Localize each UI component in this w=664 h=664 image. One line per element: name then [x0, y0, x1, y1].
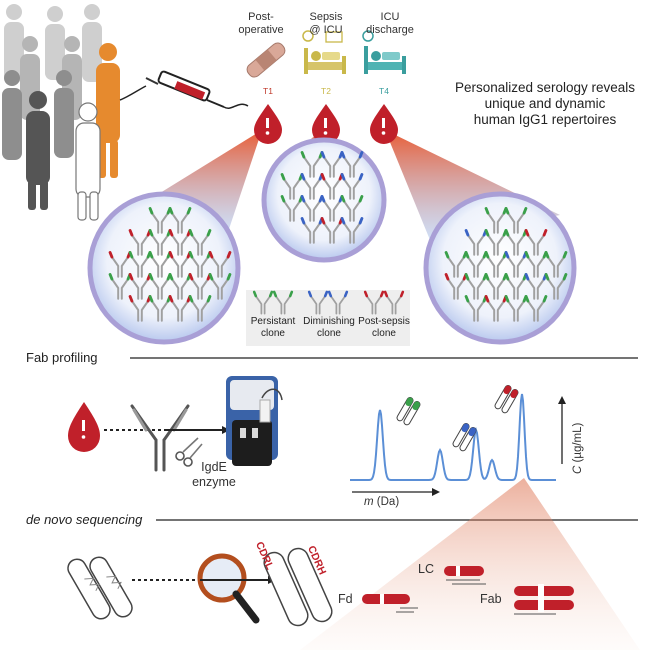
timepoint-tag-t1: T1 [263, 86, 273, 96]
enzyme-label: IgdE enzyme [186, 460, 242, 490]
antibody-glyph [544, 251, 568, 278]
fab-label: Fab [480, 592, 502, 606]
clone-legend-post-sepsis-line2: clone [372, 328, 396, 339]
unlabeled-fab-fragments [67, 556, 133, 620]
peak-fab-glyph [452, 422, 477, 452]
legend-antibody-glyph [383, 290, 405, 315]
timepoint-t1-label: Post- operative [234, 11, 288, 37]
peak-fab-glyph [396, 396, 421, 426]
clone-legend-post-sepsis: Post-sepsis clone [356, 316, 412, 340]
timepoint-t1-label-line1: Post- [248, 11, 274, 23]
cdr-labeled-fragments [263, 547, 333, 627]
antibody-glyph [168, 207, 192, 234]
clone-legend-persistant: Persistant clone [246, 316, 300, 340]
igg-antibody-large [130, 404, 190, 472]
timepoint-t2-label-line1: Sepsis [309, 11, 343, 23]
legend-antibody-glyph [327, 290, 349, 315]
timepoint-t4-label-line1: ICU [380, 11, 400, 23]
repertoire-circle-t1 [87, 191, 241, 345]
section-title-de-novo: de novo sequencing [26, 512, 143, 527]
antibody-glyph [504, 207, 528, 234]
antibody-glyph [544, 273, 568, 300]
legend-antibody-glyph [363, 290, 385, 315]
antibody-glyph [340, 195, 364, 222]
section-title-fab-profiling: Fab profiling [26, 350, 98, 365]
antibody-glyph [320, 217, 344, 244]
legend-antibody-glyph [307, 290, 329, 315]
lc-fragment [444, 566, 486, 585]
blood-drop-t1 [254, 104, 282, 144]
antibody-glyph [320, 195, 344, 222]
y-axis-label: C (µg/mL) [572, 423, 584, 474]
fab-fragment [514, 584, 574, 615]
mass-spectrometer-icon [226, 376, 283, 466]
antibody-glyph [340, 151, 364, 178]
enzyme-label-line2: enzyme [192, 475, 236, 489]
timepoint-tag-t2: T2 [321, 86, 331, 96]
peak-fab-fragments [396, 384, 519, 452]
clone-legend-persistant-line1: Persistant [250, 316, 296, 327]
blood-drop-t2 [312, 104, 340, 144]
antibody-clones [108, 151, 568, 322]
headline-line3: human IgG1 repertoires [473, 112, 617, 127]
hospital-bed-sepsis-icon [302, 30, 346, 74]
antibody-glyph [188, 229, 212, 256]
timepoint-t2-label-line2: @ ICU [309, 24, 343, 36]
blood-drop-sample [68, 402, 100, 452]
human-cohort-silhouettes [2, 4, 120, 221]
antibody-glyph [208, 251, 232, 278]
repertoire-circle-t4 [423, 191, 577, 345]
peak-fab-glyph [494, 384, 519, 414]
headline-line2: unique and dynamic [484, 96, 606, 111]
timepoint-t4-label-line2: discharge [366, 24, 414, 36]
clone-legend-box [246, 290, 410, 346]
antibody-glyph [188, 295, 212, 322]
antibody-glyph [168, 295, 192, 322]
magnifier-icon [197, 553, 260, 624]
legend-antibody-glyph [272, 290, 294, 315]
bandage-icon [246, 42, 286, 78]
antibody-glyph [340, 173, 364, 200]
x-axis-label-symbol: m [364, 496, 374, 508]
enzyme-label-line1: IgdE [201, 460, 227, 474]
sequencing-cone [300, 478, 640, 650]
antibody-glyph [524, 229, 548, 256]
clone-legend-post-sepsis-line1: Post-sepsis [358, 316, 410, 327]
headline: Personalized serology reveals unique and… [440, 80, 650, 128]
scissors-icon [175, 437, 203, 467]
fd-label: Fd [338, 592, 353, 606]
clone-legend-persistant-line2: clone [261, 328, 285, 339]
clone-legend-diminishing-line2: clone [317, 328, 341, 339]
blood-drop-t4 [370, 104, 398, 144]
x-axis-label: m (Da) [364, 496, 399, 508]
clone-legend-antibodies [252, 290, 405, 315]
antibody-glyph [524, 295, 548, 322]
y-axis-label-unit: (µg/mL) [572, 422, 584, 466]
syringe-icon [119, 70, 249, 109]
antibody-glyph [340, 217, 364, 244]
mass-spectrum-trace [350, 393, 556, 481]
antibody-glyph [208, 273, 232, 300]
y-axis-label-symbol: C [572, 465, 584, 474]
timepoint-tag-t4: T4 [379, 86, 389, 96]
fd-fragment [362, 594, 418, 613]
headline-line1: Personalized serology reveals [454, 80, 636, 95]
clone-legend-diminishing-line1: Diminishing [303, 316, 355, 327]
timepoint-t2-label: Sepsis @ ICU [300, 11, 352, 37]
clone-legend-diminishing: Diminishing clone [300, 316, 358, 340]
x-axis-label-unit: (Da) [373, 496, 400, 508]
timepoint-t1-label-line2: operative [238, 24, 284, 36]
timepoint-t4-label: ICU discharge [362, 11, 418, 37]
legend-antibody-glyph [252, 290, 274, 315]
lc-label: LC [418, 562, 434, 576]
hospital-bed-discharge-icon [362, 30, 406, 74]
